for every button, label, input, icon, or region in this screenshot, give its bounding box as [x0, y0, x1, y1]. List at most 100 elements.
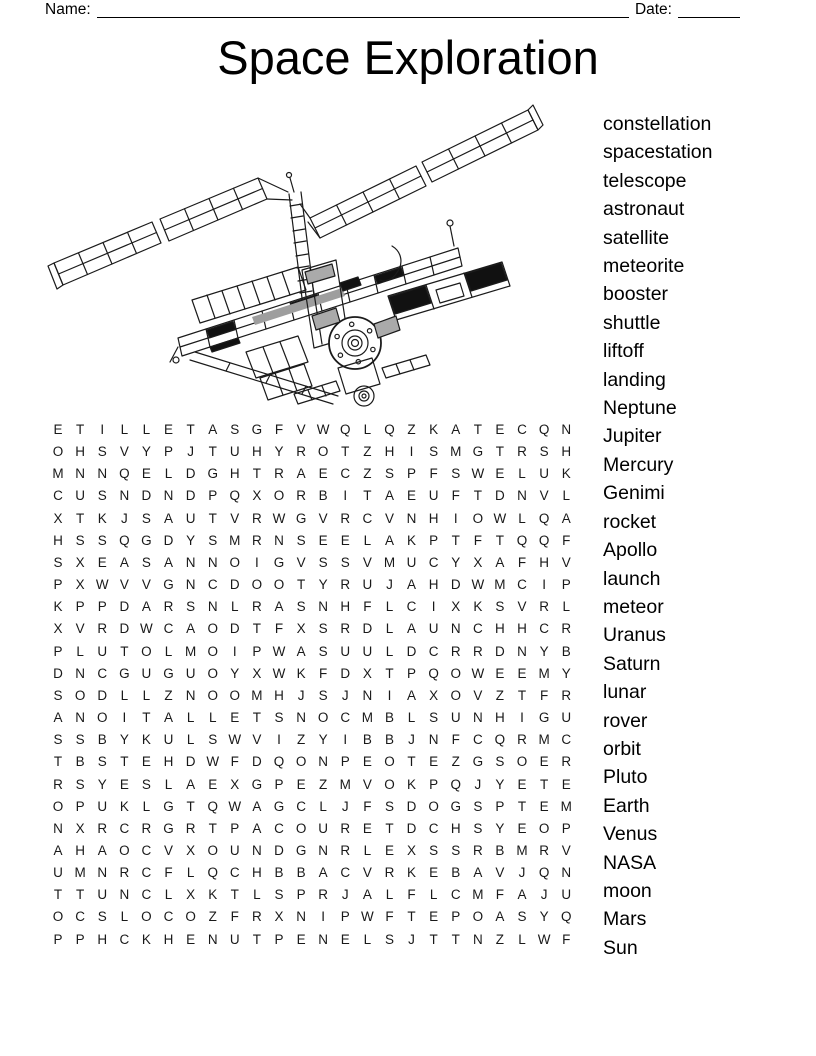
grid-cell: T	[363, 488, 372, 504]
grid-cell: N	[53, 820, 63, 836]
grid-cell: S	[429, 444, 439, 460]
grid-cell: O	[295, 754, 307, 770]
grid-cell: X	[186, 842, 196, 858]
grid-cell: U	[406, 554, 417, 570]
grid-cell: O	[317, 710, 329, 726]
grid-cell: L	[253, 887, 261, 903]
grid-cell: Q	[516, 532, 528, 548]
grid-cell: D	[185, 754, 196, 770]
grid-cell: X	[53, 621, 63, 637]
grid-cell: X	[473, 554, 483, 570]
grid-cell: U	[450, 710, 461, 726]
grid-cell: X	[230, 776, 240, 792]
grid-cell: D	[406, 643, 417, 659]
grid-cell: U	[318, 820, 329, 836]
grid-cell: N	[163, 488, 174, 504]
grid-cell: Z	[495, 931, 505, 947]
grid-cell: L	[363, 422, 372, 437]
word-list-item: Apollo	[603, 539, 658, 562]
grid-cell: L	[186, 865, 195, 881]
grid-cell: V	[561, 842, 571, 858]
grid-cell: R	[119, 865, 130, 881]
grid-cell: C	[163, 621, 174, 637]
grid-cell: U	[539, 466, 549, 482]
grid-cell: S	[473, 798, 483, 814]
grid-cell: E	[186, 931, 196, 947]
grid-cell: D	[495, 488, 505, 504]
grid-cell: Y	[119, 732, 129, 748]
grid-cell: Z	[363, 444, 372, 460]
grid-cell: F	[451, 488, 460, 504]
grid-cell: V	[75, 621, 85, 637]
grid-cell: M	[450, 444, 462, 460]
grid-cell: Z	[296, 732, 306, 748]
grid-cell: H	[75, 444, 86, 460]
grid-cell: Q	[538, 510, 550, 526]
grid-cell: G	[472, 754, 484, 770]
grid-cell: S	[495, 754, 505, 770]
grid-cell: E	[141, 466, 151, 482]
grid-cell: E	[495, 422, 505, 437]
grid-cell: X	[429, 687, 439, 703]
grid-cell: D	[163, 532, 174, 548]
grid-cell: I	[232, 643, 237, 659]
grid-cell: H	[539, 554, 549, 570]
grid-cell: U	[229, 931, 240, 947]
grid-cell: U	[362, 577, 373, 593]
grid-cell: N	[517, 488, 527, 504]
grid-cell: P	[97, 599, 107, 615]
grid-cell: S	[384, 798, 394, 814]
grid-cell: P	[407, 665, 417, 681]
grid-cell: F	[363, 798, 372, 814]
grid-cell: R	[340, 621, 351, 637]
word-list-item: NASA	[603, 851, 657, 874]
grid-cell: L	[164, 776, 173, 792]
grid-cell: H	[561, 444, 572, 460]
grid-cell: T	[230, 887, 239, 903]
grid-cell: E	[517, 665, 527, 681]
grid-cell: Z	[451, 754, 460, 770]
grid-cell: A	[252, 798, 262, 814]
grid-cell: L	[518, 510, 526, 526]
grid-cell: P	[75, 798, 85, 814]
grid-cell: L	[142, 798, 151, 814]
grid-cell: D	[119, 599, 130, 615]
grid-cell: C	[428, 554, 439, 570]
grid-cell: L	[164, 643, 173, 659]
grid-cell: W	[316, 422, 330, 437]
grid-cell: V	[318, 510, 328, 526]
grid-cell: M	[339, 776, 351, 792]
grid-cell: F	[164, 865, 173, 881]
grid-cell: C	[428, 820, 439, 836]
grid-cell: L	[429, 887, 438, 903]
name-blank-line[interactable]	[96, 2, 629, 18]
grid-cell: W	[140, 621, 153, 637]
grid-cell: T	[473, 488, 482, 504]
grid-cell: H	[340, 599, 351, 615]
grid-cell: J	[341, 887, 349, 903]
grid-cell: P	[53, 643, 63, 659]
grid-cell: L	[385, 621, 394, 637]
grid-cell: I	[321, 909, 326, 925]
date-blank-line[interactable]	[678, 2, 740, 18]
grid-cell: D	[53, 665, 63, 681]
grid-cell: A	[208, 422, 218, 437]
grid-cell: Q	[119, 466, 130, 482]
word-list-item: Uranus	[603, 624, 666, 647]
grid-cell: C	[296, 798, 306, 814]
grid-cell: M	[383, 554, 396, 570]
grid-cell: M	[560, 798, 572, 814]
grid-cell: S	[384, 466, 394, 482]
grid-cell: A	[186, 621, 196, 637]
grid-cell: S	[230, 422, 240, 437]
grid-cell: V	[473, 687, 483, 703]
grid-cell: N	[472, 710, 483, 726]
grid-cell: Y	[451, 554, 461, 570]
grid-cell: R	[472, 842, 483, 858]
grid-cell: I	[255, 554, 259, 570]
grid-cell: U	[75, 488, 86, 504]
